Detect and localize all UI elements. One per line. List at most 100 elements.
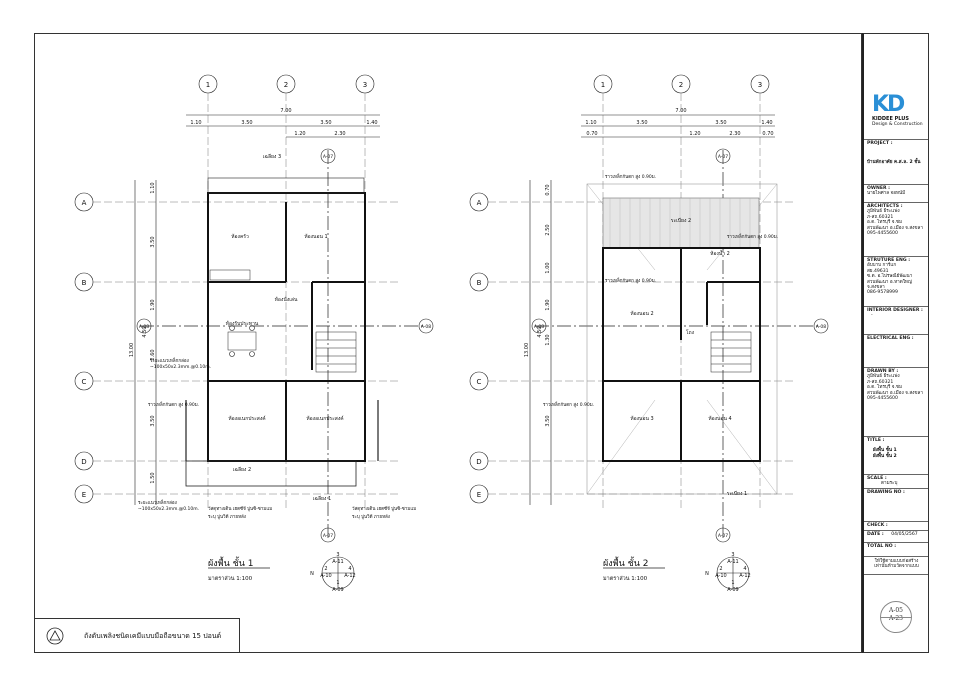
architects-label: ARCHITECTS : — [867, 204, 903, 209]
room-bedroom1: ห้องนอน 1 — [304, 233, 327, 240]
company-subtitle: Design & Construction — [872, 122, 923, 127]
compass-ref: 4 — [743, 566, 746, 572]
room-balcony1: ระเบียง 1 — [727, 490, 747, 497]
compass-ref: A-11 — [727, 559, 738, 565]
compass-ref: 2 — [719, 566, 722, 572]
room-terrace3: เฉลียง 3 — [263, 153, 281, 160]
grid-label-row-e: E — [477, 491, 481, 499]
note-stair-1: ระยะแนวเหล็กกล่อง — [150, 356, 189, 364]
grid-label-row-b: B — [82, 279, 87, 287]
grid-label-row-d: D — [476, 458, 481, 466]
footer-note-line: เท่านั้นห้ามวัดจากแบบ — [874, 564, 919, 570]
note-rail-2: ราวเหล็กกันตก สูง 0.90ม. — [727, 232, 778, 240]
dim-top: 3.50 — [715, 120, 726, 126]
dim-left: 2.50 — [545, 224, 551, 235]
room-kitchen: ห้องครัว — [231, 233, 249, 240]
elev-tag-top: A-07 — [323, 154, 333, 160]
floor-plan-2: 1 2 3 A B C D E 7.00 1.10 3.50 3.50 1.40… — [469, 74, 829, 593]
elev-tag-top: A-07 — [718, 154, 728, 160]
dim-left: 1.50 — [150, 472, 156, 483]
grid-label-row-c: C — [477, 378, 482, 386]
compass-north: N — [705, 571, 709, 577]
note-material-1: วัสดุทางเดิน เฮตซีจี ปูนซิ-ซามแม — [208, 506, 272, 512]
drawing-frame — [34, 33, 862, 653]
compass-ref: 2 — [324, 566, 327, 572]
room-terrace2: เฉลียง 2 — [233, 466, 251, 473]
note-stair-3: ระยะแนวเหล็กกล่อง — [138, 498, 177, 506]
date-label: DATE : — [867, 532, 884, 537]
architect-line: 095-4455600 — [867, 231, 898, 237]
compass-ref: A-10 — [715, 573, 726, 579]
room-living2: ห้องอเนกประสงค์ — [228, 415, 265, 422]
section-tag-left: A-08 — [534, 324, 544, 330]
title-label: TITLE : — [867, 438, 885, 443]
scale-value: ตามระบุ — [881, 481, 898, 487]
floor-plan-1: 1 2 3 A B C D E 7.00 1.10 3.50 3.50 1.40… — [74, 74, 434, 593]
electrical-label: ELECTRICAL ENG : — [867, 336, 914, 341]
plan-scale-2: มาตราส่วน 1:100 — [603, 575, 648, 582]
company-name: KIDDEE PLUS — [872, 116, 909, 122]
architect-line: สวนพัฒนา อ.เมือง จ.สงขลา — [867, 225, 923, 231]
interior-value: - — [871, 313, 873, 319]
dim-sub: 2.30 — [729, 131, 740, 137]
drawn-line: 095-4455600 — [867, 396, 898, 402]
logo-mark: KD — [872, 92, 905, 117]
room-living2b: ห้องอเนกประสงค์ — [306, 415, 343, 422]
dim-left-total: 13.00 — [524, 343, 530, 357]
dim-left: 1.30 — [545, 334, 551, 345]
elev-tag-bottom: A-07 — [718, 533, 728, 539]
drawn-line: ภูมิพันธ์ ธีระเเพ่ง — [867, 374, 900, 380]
dim-sub: 2.30 — [334, 131, 345, 137]
dim-top: 3.50 — [241, 120, 252, 126]
dim-left-total: 4.50 — [142, 326, 148, 337]
section-tag-right: A-08 — [421, 324, 431, 330]
grid-label-col-2: 2 — [679, 81, 683, 89]
compass-1 — [321, 556, 355, 590]
plan-title-1: ผังพื้น ชั้น 1 — [208, 556, 253, 569]
room-bedroom2: ห้องนอน 2 — [630, 310, 653, 317]
compass-ref: A-12 — [739, 573, 750, 579]
dim-total: 7.00 — [280, 108, 291, 114]
grid-label-row-a: A — [477, 199, 482, 207]
note-material-3: วัสดุทางเดิน เฮตซีจี ปูนซิ-ซามแม — [352, 506, 416, 512]
grid-label-col-1: 1 — [601, 81, 605, 89]
dim-left: 0.70 — [545, 184, 551, 195]
note-rail-1: ราวเหล็กกันตก สูง 0.90ม. — [605, 172, 656, 180]
dim-left: 3.50 — [150, 415, 156, 426]
date-value: 04/05/2567 — [891, 532, 918, 537]
section-tag-left: A-08 — [139, 324, 149, 330]
fire-extinguisher-text: ถังดับเพลิงชนิดเคมีแบบมือถือขนาด 15 ปอนด… — [84, 632, 222, 640]
dim-left: 1.10 — [150, 182, 156, 193]
compass-ref: 4 — [348, 566, 351, 572]
room-terrace1: เฉลียง 1 — [313, 495, 331, 502]
note-material-4: ระบุ ปูนวิดี ภายหลัง — [352, 514, 390, 520]
note-rail-3: ราวเหล็กกันตก สูง 0.90ม. — [543, 400, 594, 408]
compass-ref: A-09 — [332, 587, 343, 593]
project-label: PROJECT : — [867, 141, 893, 146]
dim-top: 3.50 — [636, 120, 647, 126]
check-label: CHECK : — [867, 523, 888, 528]
structure-line: สวนพัฒนา อ.หาดใหญ่ จ.สงขลา — [867, 279, 912, 291]
architect-line: ภูมิพันธ์ ธีระเเพ่ง — [867, 209, 900, 215]
grid-label-row-d: D — [81, 458, 86, 466]
room-hall: โถง — [686, 329, 695, 336]
note-rail: ราวเหล็กกันตก สูง 0.90ม. — [148, 400, 199, 408]
drawing-no-label: DRAWING NO : — [867, 490, 905, 495]
drawn-line: ภ-สถ.60321 — [867, 379, 894, 385]
interior-label: INTERIOR DESIGNER : — [867, 308, 923, 313]
note-rail-4: ราวเหล็กกันตก สูง 0.90ม. — [605, 276, 656, 284]
owner-label: OWNER : — [867, 186, 890, 191]
compass-ref: 1 — [731, 580, 734, 586]
room-bedroom3: ห้องนอน 3 — [630, 415, 653, 422]
room-dining: ห้องรับประทาน — [226, 320, 259, 327]
grid-label-col-3: 3 — [758, 81, 762, 89]
dim-left: 1.90 — [545, 299, 551, 310]
note-material-2: ระบุ ปูนวิดี ภายหลัง — [208, 514, 246, 520]
structure-label: STRUTURE ENG : — [867, 258, 911, 263]
sheet-number: A-05 — [889, 607, 903, 614]
room-living: ห้องนั่งเล่น — [275, 296, 298, 303]
note-stair-2: ~100x50x2.3mm.@0.10m. — [150, 364, 211, 370]
compass-north: N — [310, 571, 314, 577]
structure-line: ซ.ต. อ.ไปรษณีย์พัฒนา — [867, 274, 913, 280]
dim-top: 1.10 — [190, 120, 201, 126]
